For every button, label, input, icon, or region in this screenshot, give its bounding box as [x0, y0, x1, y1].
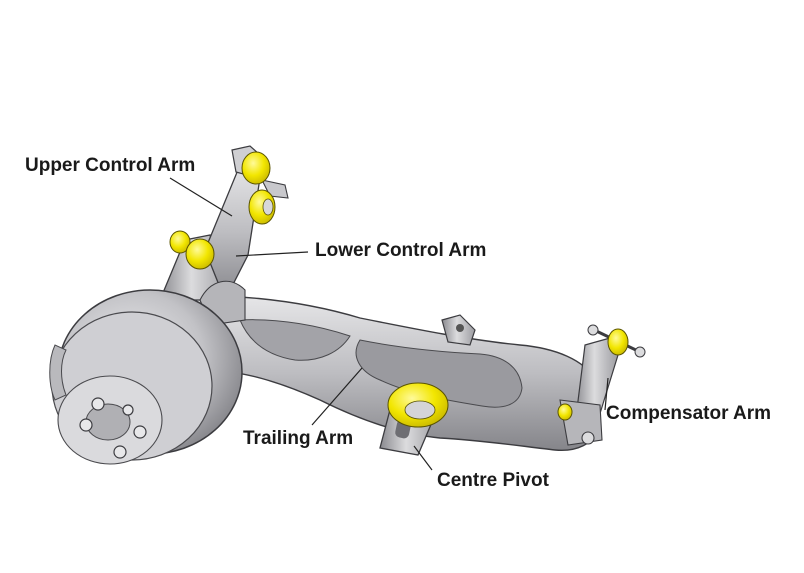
centre-pivot-leader: [413, 445, 433, 471]
label-trailing-arm: Trailing Arm: [243, 428, 354, 449]
compensator-arm-leader: [604, 377, 609, 411]
trailing-arm-leader: [311, 367, 363, 426]
hub-drum: [49, 289, 243, 465]
nut-icon: [634, 346, 646, 358]
nut-icon: [581, 431, 595, 445]
nut-icon: [113, 445, 127, 459]
bushing-icon: [241, 151, 271, 185]
label-lower-control-arm: Lower Control Arm: [315, 240, 487, 261]
upper-control-arm-leader: [169, 177, 233, 217]
nut-icon: [587, 324, 599, 336]
nut-icon: [91, 397, 105, 411]
lower-control-arm-leader: [235, 251, 309, 257]
label-centre-pivot: Centre Pivot: [437, 470, 549, 491]
bushing-icon: [169, 230, 191, 254]
bushing-icon: [557, 403, 573, 421]
bushing-icon: [248, 189, 276, 225]
bushing-icon: [387, 382, 449, 428]
nut-icon: [79, 418, 93, 432]
bushing-icon: [607, 328, 629, 356]
nut-icon: [133, 425, 147, 439]
bushings: [169, 151, 629, 428]
bushing-icon: [185, 238, 215, 270]
leader-lines: [169, 177, 609, 471]
label-compensator-arm: Compensator Arm: [606, 403, 772, 424]
nut-icon: [122, 404, 134, 416]
trailing-arm-shape: [148, 295, 601, 452]
label-upper-control-arm: Upper Control Arm: [25, 155, 196, 176]
wheel-studs: [79, 397, 147, 459]
